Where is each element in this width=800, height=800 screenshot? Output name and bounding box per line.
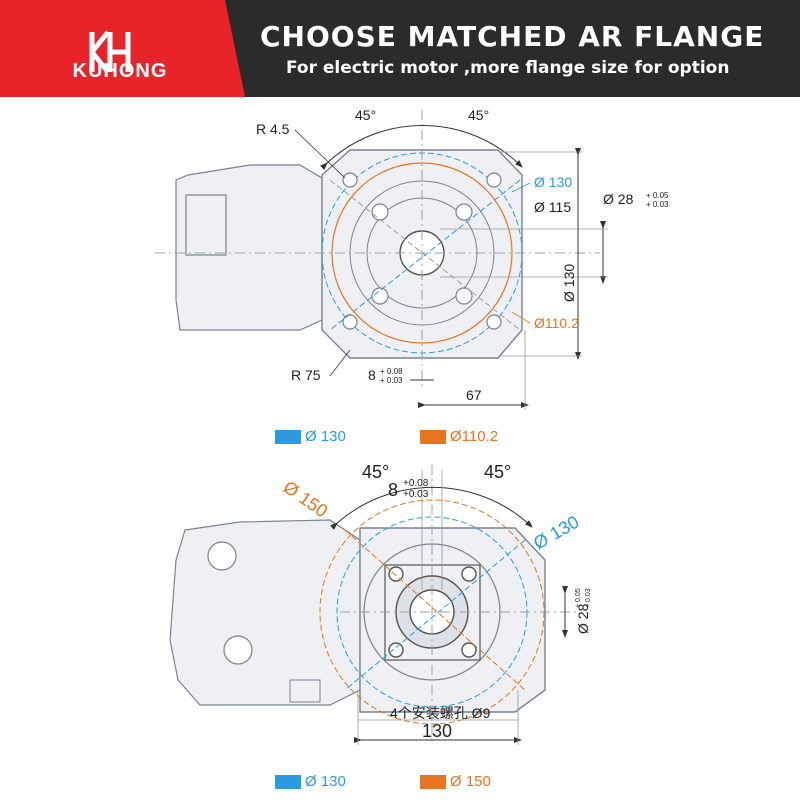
- brand-name: KUHONG: [72, 60, 168, 82]
- bottom-view: 45° 45° 8 +0.08 +0.03 Ø 150 Ø 130 Ø 28 +…: [169, 462, 592, 745]
- top-offset-67: 67: [466, 387, 482, 403]
- top-dia-130-vertical: Ø 130: [561, 264, 577, 302]
- legend-top-orange: Ø110.2: [420, 428, 498, 445]
- top-angle-right: 45°: [468, 107, 489, 123]
- top-radius-body: R 75: [291, 367, 321, 383]
- bottom-key-tol-plus: +0.08: [403, 478, 429, 489]
- top-shaft-dia: Ø 28: [603, 191, 634, 207]
- header-background: [0, 0, 800, 97]
- bottom-pump-port-2: [223, 635, 253, 665]
- technical-drawing: 45° 45° R 4.5 R 75 Ø 130 Ø 115 Ø 130 Ø11…: [155, 107, 669, 745]
- top-shaft-tol-minus: + 0.03: [646, 200, 669, 209]
- bottom-angle-right: 45°: [484, 462, 511, 482]
- page-title: CHOOSE MATCHED AR FLANGE: [260, 20, 765, 53]
- bottom-shaft-tol-minus: + 0.03: [585, 588, 592, 608]
- header-banner: KUHONG CHOOSE MATCHED AR FLANGE For elec…: [0, 0, 800, 97]
- page-subtitle: For electric motor ,more flange size for…: [286, 58, 730, 78]
- legend-swatch-blue: [275, 774, 301, 789]
- legend-swatch-blue: [275, 429, 301, 444]
- top-dia-130-blue: Ø 130: [534, 174, 572, 190]
- legend-swatch-orange: [420, 774, 446, 789]
- bottom-key-tol-minus: +0.03: [403, 489, 429, 500]
- legend-bottom-orange: Ø 150: [420, 773, 491, 790]
- bottom-pump-port-1: [207, 541, 237, 571]
- top-pump-inlet: [185, 194, 227, 256]
- legend-swatch-orange: [420, 429, 446, 444]
- top-angle-left: 45°: [355, 107, 376, 123]
- bottom-key-width: 8: [388, 480, 398, 500]
- top-bolt-holes: [342, 172, 502, 330]
- top-key-width: 8: [368, 367, 376, 383]
- bottom-shaft-tol-plus: + 0.05: [575, 588, 582, 608]
- kuhong-logo: [89, 30, 131, 74]
- top-dia-115: Ø 115: [534, 199, 571, 215]
- bottom-dia-130: Ø 130: [530, 512, 582, 554]
- legend-bottom-blue: Ø 130: [275, 773, 346, 790]
- bottom-holes-note: 4个安装螺孔 Ø9: [390, 705, 491, 721]
- bottom-shaft-dia: Ø 28: [575, 603, 591, 634]
- top-key-tol-minus: + 0.03: [380, 376, 403, 385]
- legend-label-blue: Ø 130: [305, 428, 346, 445]
- legend-label-blue: Ø 130: [305, 773, 346, 790]
- legend-label-orange: Ø110.2: [450, 428, 499, 445]
- bottom-width-130: 130: [422, 721, 452, 741]
- top-radius-corner: R 4.5: [256, 121, 290, 137]
- bottom-pump-foot: [289, 679, 321, 703]
- bottom-pump-body: [169, 519, 361, 706]
- bottom-angle-left: 45°: [362, 462, 389, 482]
- bottom-dia-150: Ø 150: [280, 477, 332, 522]
- top-key-tol-plus: + 0.08: [380, 367, 403, 376]
- top-view: 45° 45° R 4.5 R 75 Ø 130 Ø 115 Ø 130 Ø11…: [155, 107, 669, 410]
- legend-top-blue: Ø 130: [275, 428, 346, 445]
- bottom-bolt-holes: [388, 566, 477, 658]
- top-dia-110: Ø110.2: [534, 315, 579, 331]
- top-shaft-tol-plus: + 0.05: [646, 191, 669, 200]
- legend-label-orange: Ø 150: [450, 773, 491, 790]
